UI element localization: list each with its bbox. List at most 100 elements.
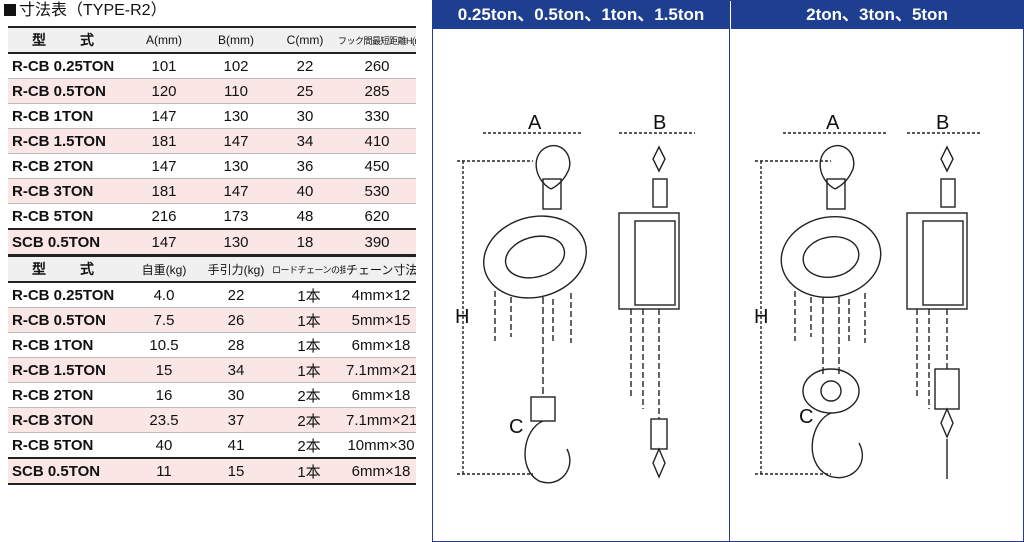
cell-chain-falls: 1本	[272, 282, 346, 308]
bottom-hook-side	[652, 447, 666, 479]
cell-weight: 23.5	[128, 407, 200, 433]
cell-model: R-CB 0.25TON	[8, 53, 128, 79]
cell-chain-size: 10mm×30	[346, 432, 416, 459]
cell-model: R-CB 5TON	[8, 432, 128, 459]
cell-h: 620	[338, 203, 416, 230]
cell-chain-size: 7.1mm×21	[346, 357, 416, 383]
cell-c: 36	[272, 153, 338, 179]
cell-hand-pull: 28	[200, 332, 272, 358]
cell-chain-falls: 1本	[272, 307, 346, 333]
col-header-hand-pull: 手引力(kg)	[200, 255, 272, 283]
load-chain-front	[822, 297, 840, 377]
cell-model: R-CB 5TON	[8, 203, 128, 230]
label-h: H	[455, 306, 470, 328]
cell-a: 101	[128, 53, 200, 79]
cell-weight: 15	[128, 357, 200, 383]
bottom-hook-front	[811, 412, 864, 479]
cell-model: R-CB 0.5TON	[8, 78, 128, 104]
hand-chain-front	[494, 291, 572, 344]
diagram-header-small-models: 0.25ton、0.5ton、1ton、1.5ton	[433, 1, 729, 29]
cell-model: R-CB 0.25TON	[8, 282, 128, 308]
cell-model: R-CB 1.5TON	[8, 128, 128, 154]
cell-chain-falls: 2本	[272, 432, 346, 459]
cell-c: 25	[272, 78, 338, 104]
cell-hand-pull: 30	[200, 382, 272, 408]
cell-c: 22	[272, 53, 338, 79]
cell-c: 30	[272, 103, 338, 129]
square-bullet-icon	[4, 4, 16, 16]
cell-h: 450	[338, 153, 416, 179]
cell-b: 147	[200, 178, 272, 204]
cell-weight: 40	[128, 432, 200, 459]
cell-chain-falls: 1本	[272, 332, 346, 358]
cell-model: R-CB 1TON	[8, 332, 128, 358]
hoist-body-front	[780, 215, 882, 299]
cell-b: 130	[200, 228, 272, 256]
dimension-table: 型 式 A(mm) B(mm) C(mm) フック間最短距離H(mm) R-CB…	[8, 26, 416, 256]
cell-model: R-CB 3TON	[8, 407, 128, 433]
bottom-block-front	[530, 396, 556, 422]
cell-model: R-CB 2TON	[8, 382, 128, 408]
cell-a: 147	[128, 228, 200, 256]
hand-chain-side	[916, 309, 930, 409]
col-header-chain-falls: ロードチェーンの掛数	[272, 255, 346, 283]
cell-model: R-CB 3TON	[8, 178, 128, 204]
hand-chain-side	[630, 309, 644, 409]
col-header-weight: 自重(kg)	[128, 255, 200, 283]
label-a: A	[826, 112, 840, 134]
bottom-block-side	[650, 418, 668, 450]
cell-hand-pull: 34	[200, 357, 272, 383]
cell-h: 285	[338, 78, 416, 104]
cell-weight: 7.5	[128, 307, 200, 333]
col-header-model: 型 式	[8, 26, 128, 54]
cell-h: 410	[338, 128, 416, 154]
label-h: H	[754, 306, 769, 328]
cell-a: 216	[128, 203, 200, 230]
cell-chain-size: 6mm×18	[346, 457, 416, 485]
table-title: 寸法表（TYPE-R2）	[4, 0, 167, 22]
cell-model: SCB 0.5TON	[8, 228, 128, 256]
cell-weight: 10.5	[128, 332, 200, 358]
hoist-body-side	[618, 212, 680, 310]
cell-chain-size: 5mm×15	[346, 307, 416, 333]
title-text: 寸法表（TYPE-R2）	[19, 2, 167, 19]
cell-a: 181	[128, 178, 200, 204]
cell-chain-size: 7.1mm×21	[346, 407, 416, 433]
hand-chain-front	[794, 291, 866, 344]
specification-table: 型 式 自重(kg) 手引力(kg) ロードチェーンの掛数 チェーン寸法 R-C…	[8, 255, 416, 485]
col-header-h: フック間最短距離H(mm)	[338, 26, 416, 54]
cell-a: 181	[128, 128, 200, 154]
cell-c: 48	[272, 203, 338, 230]
diagram-divider	[729, 1, 730, 541]
bottom-hook-front	[524, 420, 571, 484]
hoist-body-side	[906, 212, 968, 310]
cell-h: 530	[338, 178, 416, 204]
cell-chain-size: 6mm×18	[346, 332, 416, 358]
top-hook-front	[819, 144, 855, 190]
cell-chain-falls: 2本	[272, 382, 346, 408]
label-b: B	[936, 112, 950, 134]
cell-h: 330	[338, 103, 416, 129]
top-hook-front	[535, 144, 571, 190]
table-header-row: 型 式 自重(kg) 手引力(kg) ロードチェーンの掛数 チェーン寸法	[8, 255, 416, 283]
cell-hand-pull: 41	[200, 432, 272, 459]
diagram-header-large-models: 2ton、3ton、5ton	[731, 1, 1023, 29]
cell-a: 120	[128, 78, 200, 104]
cell-weight: 16	[128, 382, 200, 408]
cell-hand-pull: 22	[200, 282, 272, 308]
label-b: B	[653, 112, 667, 134]
cell-b: 130	[200, 153, 272, 179]
cell-weight: 11	[128, 457, 200, 485]
